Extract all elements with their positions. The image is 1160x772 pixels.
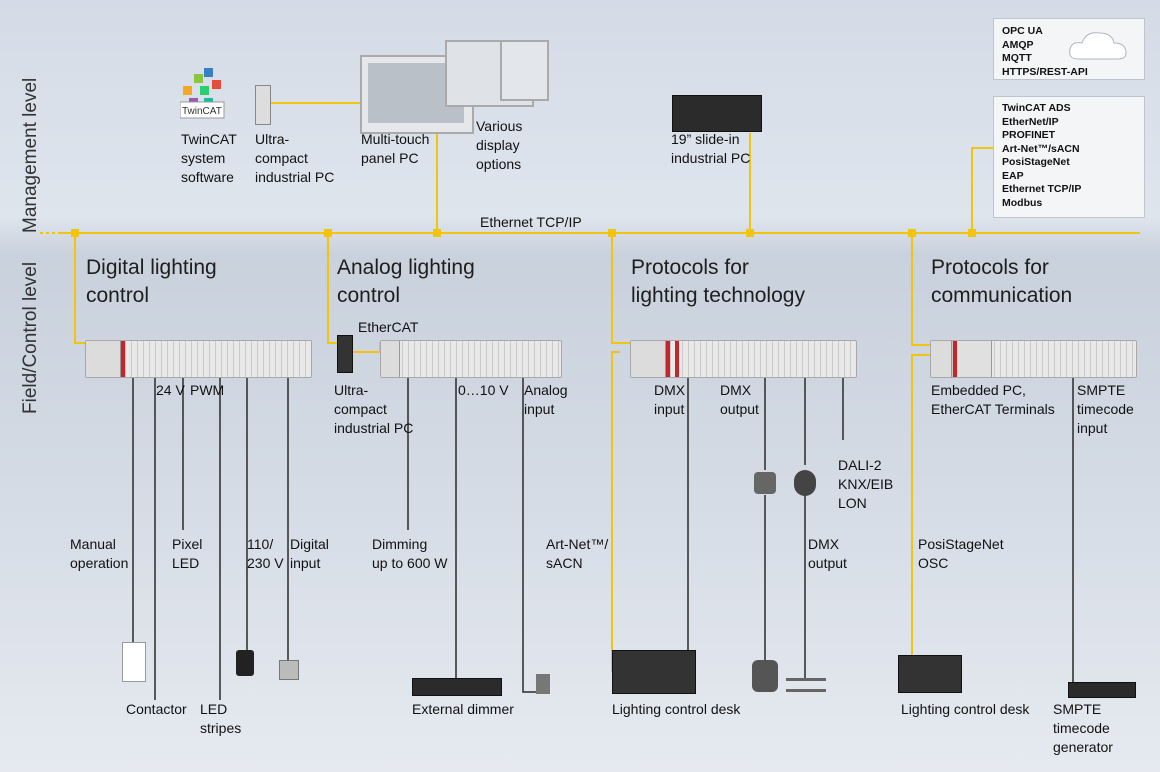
label-analog-ipc: Ultra- compact industrial PC	[334, 382, 414, 436]
lighting-protocol-drop	[611, 233, 630, 344]
label-mains-voltage: 110/ 230 V	[247, 536, 284, 571]
label-contactor: Contactor	[126, 701, 187, 717]
label-smpte-input: SMPTE timecode input	[1077, 382, 1134, 436]
cloud-protocol-box: OPC UA AMQP MQTT HTTPS/REST-API	[993, 18, 1145, 80]
bus-junction	[324, 229, 332, 237]
cloud-icon	[1069, 32, 1127, 60]
camera-icon	[754, 472, 776, 494]
comm-drop	[911, 233, 930, 346]
comm-protocols-title: Protocols for communication	[931, 256, 1073, 307]
protocol-item: EAP	[1002, 169, 1024, 182]
protocol-item: MQTT	[1002, 52, 1032, 64]
protocol-item: PROFINET	[1002, 129, 1056, 141]
contactor-icon	[122, 642, 146, 682]
label-dmx-output-2: DMX output	[808, 536, 847, 571]
label-dmx-output: DMX output	[720, 382, 759, 417]
label-pixel-led: Pixel LED	[172, 536, 203, 571]
label-led-stripes: LED stripes	[200, 701, 242, 736]
protocol-item: AMQP	[1002, 38, 1034, 51]
protocol-item: Modbus	[1002, 196, 1043, 209]
label-analog-input: Analog input	[524, 382, 568, 417]
posi-line	[911, 354, 930, 672]
bus-junction	[968, 229, 976, 237]
label-posistagenet-osc: PosiStageNet OSC	[918, 536, 1004, 571]
protocol-item: HTTPS/REST-API	[1002, 65, 1088, 78]
fieldbus-protocol-box: TwinCAT ADS EtherNet/IP PROFINET Art-Net…	[993, 96, 1145, 218]
bus-junction	[608, 229, 616, 237]
label-artnet-sacn: Art-Net™/ sACN	[546, 536, 609, 571]
digital-drop	[74, 233, 85, 344]
management-level-label: Management level	[20, 77, 41, 233]
twincat-cube-icon: TwinCAT	[179, 68, 225, 119]
led-bar-icon	[786, 678, 826, 692]
sensor-icon	[536, 674, 550, 694]
protocol-box-link	[971, 147, 993, 233]
label-dali-knx-lon: DALI-2 KNX/EIB LON	[838, 457, 894, 511]
lighting-protocols-title: Protocols for lighting technology	[631, 256, 805, 307]
label-24v: 24 V	[156, 382, 185, 398]
label-embedded-pc: Embedded PC, EtherCAT Terminals	[931, 382, 1055, 417]
bus-junction	[908, 229, 916, 237]
terminal-rail-lighting	[630, 340, 857, 378]
dimmer-rack-icon	[412, 678, 502, 696]
label-digital-input: Digital input	[290, 536, 329, 571]
ethercat-logo-text: EtherCAT	[358, 319, 419, 335]
analog-drop	[327, 233, 338, 344]
moving-light-icon	[752, 660, 778, 692]
lighting-desk-icon	[898, 655, 962, 693]
displays-label: Various display options	[476, 118, 523, 172]
label-0-10v: 0…10 V	[458, 382, 509, 398]
ultra-compact-ipc-icon	[255, 85, 271, 125]
display-icon	[500, 40, 549, 101]
twincat-label: TwinCAT system software	[181, 131, 237, 185]
terminal-rail-digital	[85, 340, 312, 378]
timecode-generator-icon	[1068, 682, 1136, 698]
slide-in-pc-icon	[672, 95, 762, 132]
bus-label: Ethernet TCP/IP	[480, 214, 582, 230]
slidein-label: 19” slide-in industrial PC	[671, 131, 751, 166]
label-pwm: PWM	[190, 382, 225, 398]
switch-icon	[279, 660, 299, 680]
protocol-item: OPC UA	[1002, 25, 1043, 37]
bus-junction	[71, 229, 79, 237]
artnet-line	[611, 351, 620, 672]
label-dimming: Dimming up to 600 W	[372, 536, 448, 571]
ipc-label: Ultra- compact industrial PC	[255, 131, 335, 185]
label-dmx-input: DMX input	[654, 382, 686, 417]
field-level-label: Field/Control level	[20, 261, 41, 414]
label-lighting-desk: Lighting control desk	[612, 701, 741, 717]
lighting-desk-icon	[612, 650, 696, 694]
spotlight-icon	[236, 650, 254, 676]
bus-junction	[433, 229, 441, 237]
protocol-item: Art-Net™/sACN	[1002, 142, 1080, 155]
terminal-rail-comm	[930, 340, 1137, 378]
svg-text:TwinCAT: TwinCAT	[182, 106, 222, 117]
moving-head-icon	[794, 470, 816, 496]
ultra-compact-ipc-icon	[337, 335, 353, 373]
protocol-item: Ethernet TCP/IP	[1002, 183, 1082, 195]
label-manual-operation: Manual operation	[70, 536, 129, 571]
label-external-dimmer: External dimmer	[412, 701, 514, 717]
analog-section-title: Analog lighting control	[337, 256, 475, 307]
digital-section-title: Digital lighting control	[86, 256, 217, 307]
panel-label: Multi-touch panel PC	[361, 131, 430, 166]
label-smpte-generator: SMPTE timecode generator	[1053, 701, 1113, 755]
protocol-item: TwinCAT ADS	[1002, 102, 1071, 114]
bus-junction	[746, 229, 754, 237]
terminal-rail-analog	[380, 340, 562, 378]
protocol-item: PosiStageNet	[1002, 156, 1070, 168]
multi-touch-panel-icon	[360, 55, 474, 134]
protocol-item: EtherNet/IP	[1002, 115, 1059, 128]
label-lighting-desk-2: Lighting control desk	[901, 701, 1030, 717]
